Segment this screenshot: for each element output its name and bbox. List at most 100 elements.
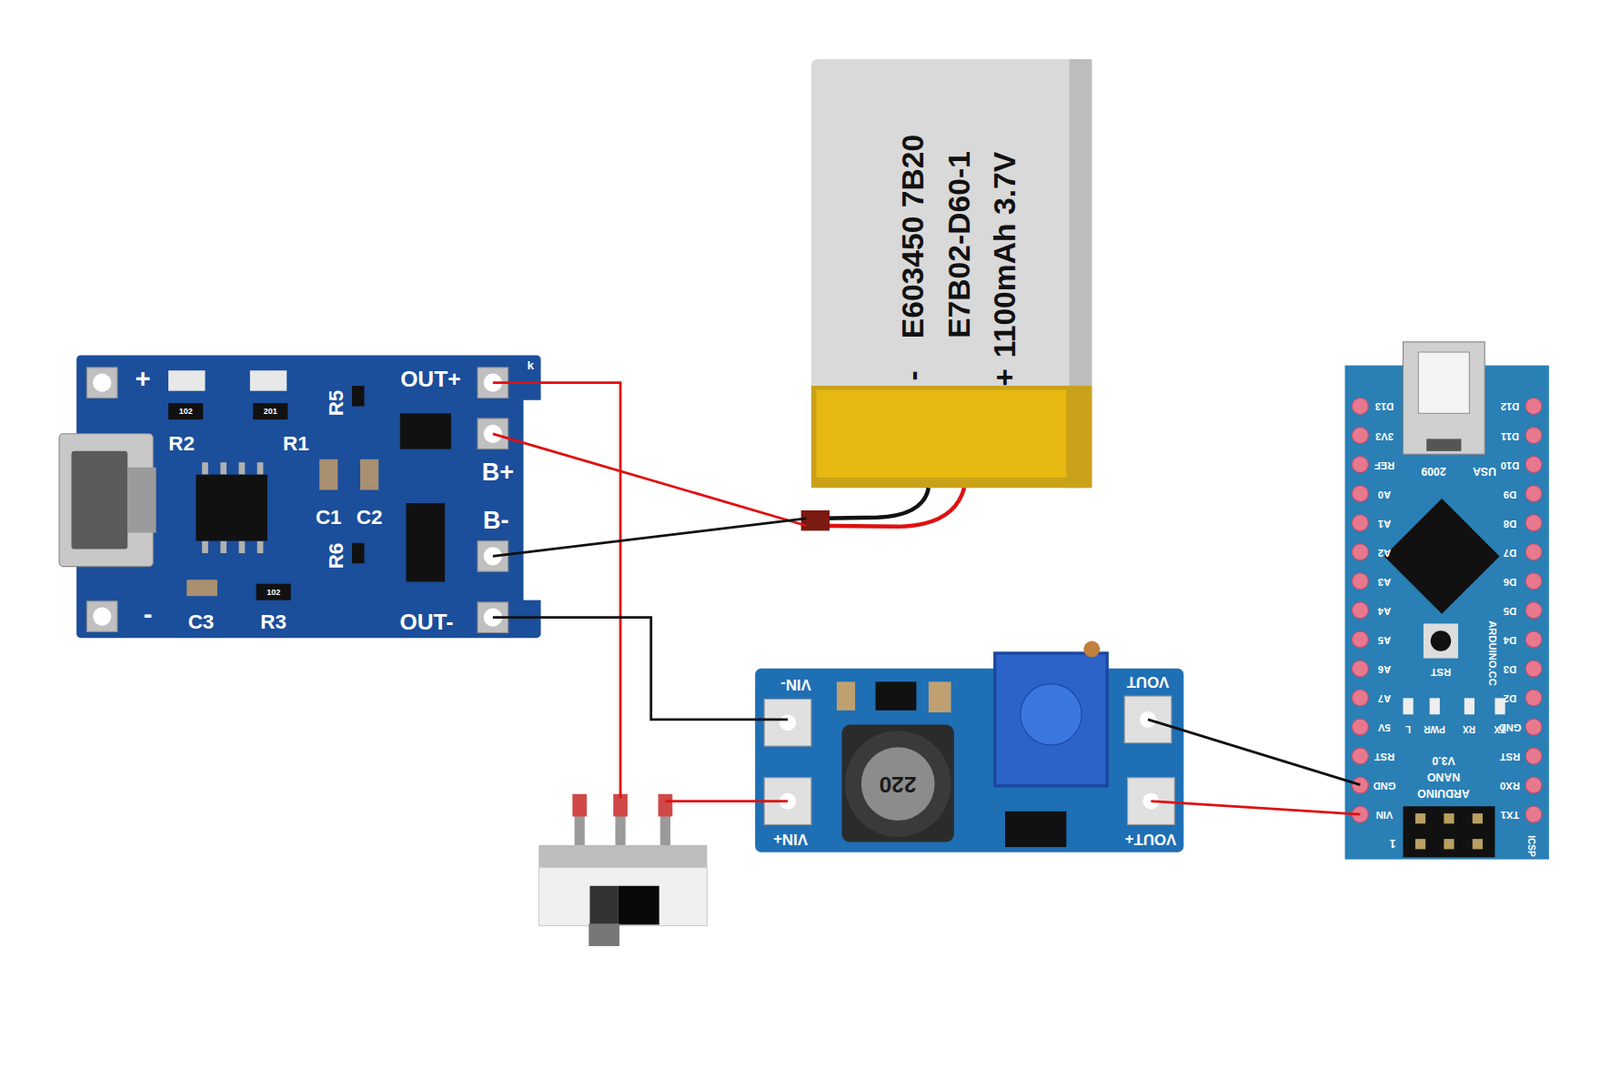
arduino-nano [1345, 342, 1550, 860]
boost-converter [836, 681, 856, 710]
charger-board [220, 462, 227, 474]
arduino-nano [1426, 438, 1461, 451]
boost-converter [995, 653, 1107, 786]
header-pad [1351, 485, 1369, 503]
header-pad [1525, 573, 1542, 590]
lipo-battery [815, 390, 1067, 478]
arduino-nano [1494, 697, 1505, 715]
header-label: ICSP [1526, 835, 1536, 857]
pin-label: D13 [1375, 401, 1395, 412]
board-marking: ARDUINO [1418, 786, 1471, 798]
arduino-nano [1345, 365, 1550, 860]
lipo-battery [801, 510, 830, 531]
charger-board [352, 385, 364, 406]
boost-converter [764, 698, 812, 746]
header-pad [1525, 485, 1542, 503]
boost-converter [845, 730, 952, 837]
pin-label: D4 [1503, 633, 1517, 645]
header-pad [1351, 718, 1369, 735]
header-pad [1351, 747, 1369, 765]
header-pad [1351, 660, 1369, 677]
polarity-mark: + [135, 366, 151, 393]
arduino-nano [1418, 352, 1470, 413]
header-pad [1351, 398, 1542, 824]
pin-label: A3 [1378, 575, 1391, 586]
header-pad [1525, 514, 1542, 532]
lipo-battery [811, 385, 1092, 488]
part-label: R6 [326, 543, 347, 570]
charger-board [168, 402, 203, 420]
arduino-nano [1402, 805, 1495, 857]
header-pad [1351, 689, 1369, 706]
charger-board [319, 459, 338, 491]
charger-board [252, 402, 288, 420]
slide-switch [658, 794, 674, 817]
lipo-battery [811, 59, 1092, 488]
charger-board [523, 400, 544, 601]
pin-label: VIN [1376, 809, 1394, 820]
button-label: RST [1430, 666, 1451, 677]
slide-switch [660, 814, 671, 847]
boost-converter [875, 681, 917, 710]
resistor-code: 102 [179, 407, 193, 416]
arduino-nano [1415, 813, 1483, 849]
wire [1150, 801, 1360, 816]
part-label: C2 [356, 507, 383, 528]
arduino-nano [1402, 697, 1505, 715]
part-label: R2 [168, 433, 195, 454]
arduino-nano [1383, 497, 1500, 614]
charger-board [92, 606, 111, 625]
pin-label: D3 [1503, 663, 1517, 674]
battery-marking: E7B02-D60-1 [944, 150, 976, 339]
slide-switch [588, 923, 620, 946]
header-pad [1351, 514, 1369, 532]
header-pad [1525, 805, 1542, 823]
arduino-nano [1423, 623, 1459, 658]
pad-label: B+ [482, 460, 514, 485]
slide-switch [574, 814, 585, 847]
wire [493, 433, 806, 526]
arduino-nano [1443, 813, 1454, 824]
slide-switch [589, 885, 618, 926]
header-pad [1525, 660, 1542, 677]
inductor-code: 220 [879, 772, 917, 795]
charger-board [168, 370, 205, 391]
pin-label: A6 [1378, 663, 1391, 674]
charger-board [257, 541, 264, 554]
pin-label: A5 [1378, 633, 1391, 645]
battery-marking: E603450 7B20 [897, 134, 929, 339]
header-pad [1525, 456, 1542, 473]
pin-label: A0 [1378, 488, 1391, 499]
arduino-nano [1415, 813, 1426, 824]
header-pad [1525, 747, 1542, 765]
header-pad [1525, 398, 1542, 415]
slide-switch [538, 867, 707, 926]
charger-board [400, 412, 452, 449]
arduino-nano [1429, 697, 1440, 715]
lipo-battery [807, 487, 965, 527]
pad-label: OUT+ [400, 368, 461, 392]
wire [493, 617, 788, 720]
boost-converter [1020, 684, 1082, 745]
board-marking: V3.0 [1432, 754, 1456, 766]
arduino-nano [1472, 838, 1483, 849]
header-pad [1351, 398, 1369, 415]
charger-board [86, 367, 508, 634]
pin-label: D6 [1503, 575, 1517, 586]
slide-switch [614, 814, 625, 847]
charger-board [92, 373, 111, 393]
boost-converter [754, 641, 1184, 853]
polarity-mark: + [989, 368, 1021, 387]
boost-converter [754, 668, 1184, 853]
slide-switch [538, 794, 707, 946]
pin-label: D10 [1500, 459, 1520, 470]
pad-label: B- [483, 508, 509, 534]
header-pad [1351, 456, 1369, 473]
battery-marking: 1100mAh 3.7V [989, 151, 1021, 358]
charger-board [59, 354, 544, 638]
charger-board [360, 459, 379, 491]
pin-label: D11 [1500, 430, 1520, 441]
boost-converter [779, 714, 796, 731]
